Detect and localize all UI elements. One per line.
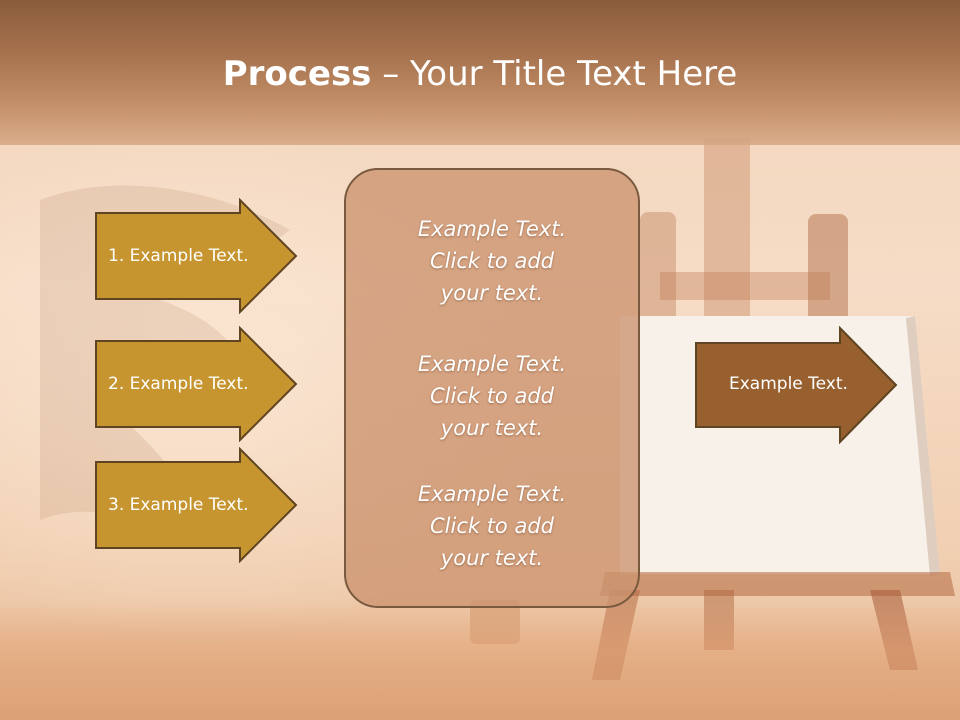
- easel-post-left: [640, 212, 676, 322]
- center-block-2-line2: Click to add: [429, 384, 554, 408]
- center-block-3-line3: your text.: [440, 546, 544, 570]
- title-bold: Process: [222, 54, 372, 94]
- center-block-3[interactable]: Example Text. Click to add your text.: [344, 478, 640, 574]
- arrow-shape-2[interactable]: [94, 326, 300, 442]
- easel-ledge: [600, 572, 955, 596]
- right-arrow-shape[interactable]: [694, 326, 900, 444]
- center-block-2-line3: your text.: [440, 416, 544, 440]
- slide-title[interactable]: Process – Your Title Text Here: [0, 52, 960, 96]
- title-rest: – Your Title Text Here: [371, 54, 738, 94]
- center-text-panel[interactable]: [344, 168, 640, 608]
- arrow-label-2[interactable]: 2. Example Text.: [108, 374, 249, 394]
- right-arrow-label[interactable]: Example Text.: [729, 374, 848, 394]
- easel-post-right: [808, 214, 848, 324]
- center-block-3-line2: Click to add: [429, 514, 554, 538]
- center-block-1-line2: Click to add: [429, 249, 554, 273]
- arrow-shape-3[interactable]: [94, 447, 300, 563]
- arrow-shape-1[interactable]: [94, 198, 300, 314]
- canvas-edge: [906, 316, 940, 576]
- center-block-1-line3: your text.: [440, 281, 544, 305]
- center-block-3-line1: Example Text.: [417, 482, 567, 506]
- arrow-label-3[interactable]: 3. Example Text.: [108, 495, 249, 515]
- center-block-2-line1: Example Text.: [417, 352, 567, 376]
- easel-mast: [704, 138, 750, 328]
- easel-crossbar: [660, 272, 830, 300]
- title-bar: [0, 0, 960, 145]
- arrow-label-1[interactable]: 1. Example Text.: [108, 246, 249, 266]
- center-block-1-line1: Example Text.: [417, 217, 567, 241]
- floor: [0, 600, 960, 720]
- center-block-1[interactable]: Example Text. Click to add your text.: [344, 213, 640, 309]
- center-block-2[interactable]: Example Text. Click to add your text.: [344, 348, 640, 444]
